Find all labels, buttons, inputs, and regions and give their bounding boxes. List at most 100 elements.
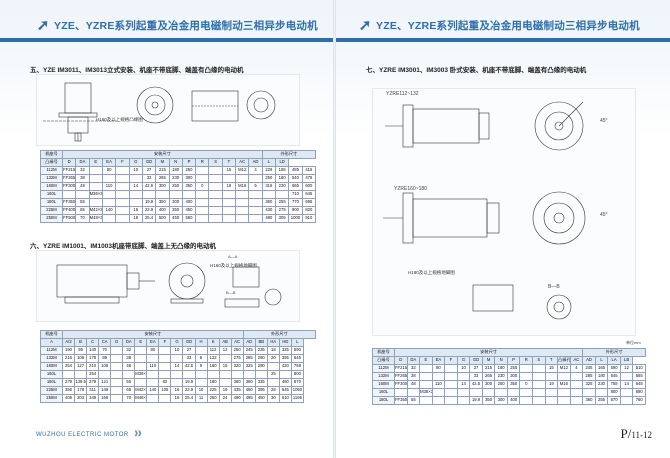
table-cell: 800	[607, 388, 621, 397]
table-cell: 349	[86, 394, 100, 403]
col-header: A/2	[61, 338, 76, 347]
table-cell: 475	[301, 174, 317, 183]
table-cell: 27	[141, 166, 157, 175]
model-cell: 180L	[40, 378, 63, 387]
table-cell: 140	[101, 206, 117, 215]
section-7-drawing	[372, 88, 636, 336]
table-cell	[115, 190, 130, 199]
table-cell: 360	[230, 378, 244, 387]
arrow-icon: ➚	[358, 17, 372, 34]
model-cell: 132M	[40, 354, 63, 363]
model-cell: 160M	[40, 182, 63, 191]
col-header: AB	[218, 338, 232, 347]
table-cell: 1195	[290, 394, 304, 403]
table-cell: 460	[278, 378, 292, 387]
table-cell	[254, 370, 268, 379]
table-cell	[619, 396, 634, 405]
motor-flange-drawing	[383, 101, 586, 320]
table-cell	[122, 370, 136, 379]
table-cell: 400	[506, 396, 521, 405]
header-rule	[336, 38, 670, 42]
table-cell: 290	[254, 362, 268, 371]
table-row: 250M40620334916870M48×31825.411250244904…	[40, 394, 316, 403]
group-header: 外形尺寸	[242, 330, 317, 339]
table-cell	[456, 396, 471, 405]
footer-brand: WUZHOU ELECTRIC MOTOR》》	[36, 429, 145, 438]
table-row: 机座号 安装尺寸 外形尺寸	[372, 348, 646, 357]
table-row: 225M35617831114965M42×31401051623.910225…	[40, 386, 316, 395]
table-cell	[101, 190, 117, 199]
col-header: LA	[607, 356, 621, 365]
table-cell	[248, 174, 263, 183]
table-cell	[134, 346, 148, 355]
table-cell: 450	[168, 214, 183, 223]
table-cell: 48	[75, 182, 90, 191]
table-cell	[195, 198, 210, 207]
table-7: 机座号 安装尺寸 外形尺寸 凸缘号DDAEEAFGGDMNPRST凸缘孔数ACA…	[372, 348, 646, 405]
table-cell: M42×3	[134, 386, 148, 395]
table-cell: 480	[261, 214, 277, 223]
table-cell	[456, 388, 471, 397]
table-cell: 32	[406, 364, 421, 373]
table-cell: 139.5	[74, 378, 88, 387]
col-header: AC	[235, 158, 250, 167]
table-cell: 15	[221, 166, 237, 175]
col-header: 凸缘号	[40, 158, 63, 167]
table-cell	[168, 190, 183, 199]
table-cell	[544, 388, 559, 397]
col-header: N	[168, 158, 183, 167]
table-cell	[115, 182, 130, 191]
table-cell: 70	[122, 394, 136, 403]
table-cell: 12	[218, 346, 232, 355]
table-cell	[128, 198, 143, 207]
table-cell: 225	[206, 386, 220, 395]
table-cell	[195, 206, 210, 215]
table-cell: 645	[607, 372, 621, 381]
col-header: G	[170, 338, 184, 347]
table-cell: 108	[74, 354, 88, 363]
table-cell: 565	[632, 372, 646, 381]
table-cell: 230	[274, 182, 290, 191]
table-cell	[248, 214, 263, 223]
table-cell: 14	[456, 380, 471, 389]
table-cell: 16	[128, 206, 143, 215]
table-cell: 140	[86, 346, 100, 355]
table-cell: 275	[230, 354, 244, 363]
table-cell: 180	[274, 174, 290, 183]
model-cell: 250M	[40, 214, 63, 223]
table-cell: 19.9	[141, 198, 157, 207]
table-cell	[444, 388, 458, 397]
table-cell: 48	[122, 362, 136, 371]
col-header: B	[74, 338, 88, 347]
col-header: AD	[242, 338, 256, 347]
table-cell: 415	[301, 166, 317, 175]
table-cell: M12	[235, 166, 250, 175]
col-header: F	[158, 338, 172, 347]
table-cell	[235, 190, 250, 199]
table-cell	[519, 396, 533, 405]
table-cell	[146, 354, 160, 363]
table-cell: 315	[261, 182, 277, 191]
table-cell: 300	[168, 198, 183, 207]
table-cell	[557, 372, 571, 381]
table-cell: 420	[278, 362, 292, 371]
table-cell: 180	[594, 372, 609, 381]
table-cell	[115, 206, 130, 215]
table-cell: 758	[290, 362, 304, 371]
model-cell: 160L	[372, 388, 395, 397]
table-cell: 279	[86, 378, 100, 387]
col-header: E	[419, 356, 433, 365]
page-prefix: P/	[620, 426, 632, 441]
table-cell	[141, 190, 157, 199]
table-cell: M16	[557, 380, 571, 389]
table-cell	[569, 388, 584, 397]
table-cell	[208, 206, 223, 215]
model-cell: 112M	[40, 346, 63, 355]
